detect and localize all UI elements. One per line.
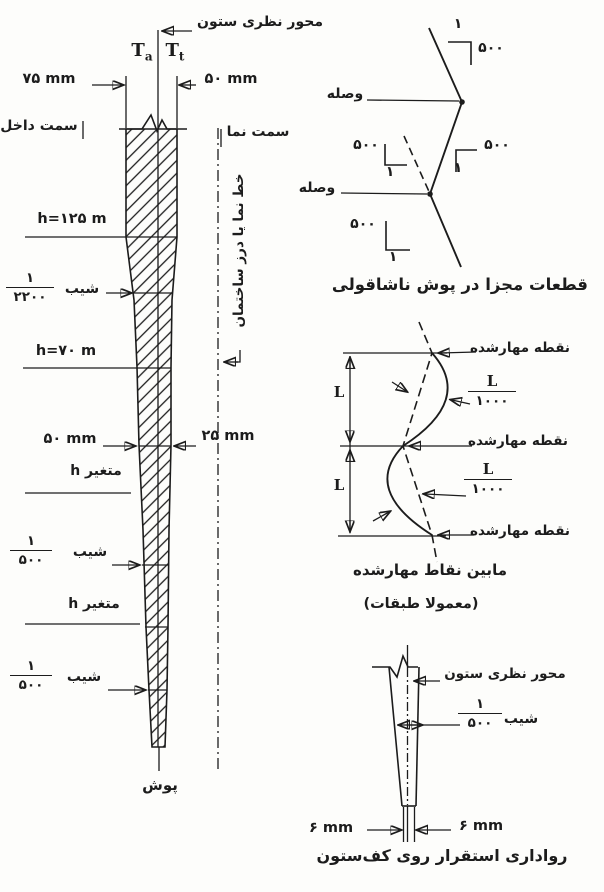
- upper-offset-arrow: [391, 381, 406, 391]
- dim-6mm-right-label: ۶ mm: [458, 818, 504, 834]
- joint-lower-leader: [340, 192, 428, 195]
- bow-curve-upper: [402, 352, 449, 447]
- envelope-label: پوش: [142, 776, 178, 794]
- base-caption: رواداری استقرار روی کف‌ستون: [316, 846, 568, 865]
- base-setting-diagram: [367, 645, 460, 842]
- braced-point-2-label: نقطه مهارشده: [468, 433, 568, 449]
- dim-50mm-top-label: ۵۰ mm: [204, 71, 258, 87]
- slope-bracket-3: [384, 144, 407, 166]
- braced-caption-line1: مابین نقاط مهارشده: [353, 561, 507, 579]
- span-L-upper-label: L: [333, 383, 345, 401]
- inner-side-label: سمت داخل: [0, 118, 78, 134]
- slope-1-500-upper-fraction: ۱ ۵۰۰: [10, 533, 52, 568]
- base-slope-fraction: ۱ ۵۰۰: [458, 696, 502, 731]
- frac2-leader: [425, 494, 467, 496]
- splice-caption: قطعات مجزا در پوش ناشاقولی: [331, 275, 588, 294]
- splice-dashed-axis: [403, 135, 432, 197]
- dim-50mm-mid-label: ۵۰ mm: [43, 431, 97, 447]
- tolerance-tt-label: Tt: [165, 40, 185, 64]
- splice-zigzag: [428, 27, 464, 268]
- slope-1-500-lower-fraction: ۱ ۵۰۰: [10, 658, 52, 693]
- facade-line-bracket: [236, 350, 241, 363]
- splice-slope1-num: ۱: [453, 16, 463, 32]
- frac1-leader: [452, 400, 471, 404]
- facade-side-label: سمت نما: [226, 124, 290, 140]
- base-axis-label: محور نظری ستون: [444, 666, 566, 682]
- joint-upper-label: وصله: [326, 86, 364, 102]
- dim-6mm-left-label: ۶ mm: [308, 820, 354, 836]
- splice-slope1-den: ۵۰۰: [478, 40, 504, 56]
- point1-leader: [440, 352, 477, 353]
- h125-label: h=۱۲۵ m: [37, 211, 107, 227]
- column-envelope: [125, 128, 178, 748]
- slope-bracket-2: [455, 149, 477, 172]
- slope-bracket-1: [448, 41, 472, 65]
- L-1000-upper-fraction: L ۱۰۰۰: [468, 372, 516, 409]
- splice-slope3-den: ۵۰۰: [353, 137, 379, 153]
- splice-slope3-num: ۱: [385, 164, 395, 180]
- main-axis-label: محور نظری ستون: [197, 14, 323, 30]
- splice-slope2-num: ۱: [453, 160, 463, 176]
- h-variable-upper-label: متغیر h: [70, 463, 122, 479]
- splice-slope2-den: ۵۰۰: [484, 137, 510, 153]
- span-L-lower-label: L: [333, 476, 345, 494]
- h70-label: h=۷۰ m: [35, 343, 97, 359]
- joint-upper-leader: [366, 99, 460, 102]
- base-left-edge: [388, 666, 403, 807]
- splice-slope4-num: ۱: [388, 249, 398, 265]
- braced-point-3-label: نقطه مهارشده: [470, 523, 570, 539]
- braced-point-1-label: نقطه مهارشده: [470, 340, 570, 356]
- slope-1-2200-fraction: ۱ ۲۲۰۰: [6, 270, 54, 305]
- bow-curve-lower: [386, 445, 433, 536]
- lower-offset-arrow: [372, 512, 389, 521]
- joint-lower-label: وصله: [298, 180, 336, 196]
- h-variable-lower-label: متغیر h: [68, 596, 120, 612]
- splice-diagram: [340, 27, 477, 268]
- base-slope-word: شیب: [503, 711, 539, 727]
- base-top-break: [372, 653, 418, 679]
- slope-bracket-4: [385, 221, 410, 251]
- tolerance-ta-label: Ta: [131, 40, 153, 64]
- splice-slope4-den: ۵۰۰: [350, 216, 376, 232]
- facade-line-label: خط نما یا درز ساختمان: [231, 173, 247, 328]
- L-1000-lower-fraction: L ۱۰۰۰: [464, 460, 512, 497]
- slope-word-500-lower: شیب: [66, 669, 102, 685]
- slope-word-2200: شیب: [64, 281, 100, 297]
- top-break-line: [119, 113, 187, 134]
- base-right-edge: [415, 666, 420, 807]
- dim-25mm-label: ۲۵ mm: [201, 428, 255, 444]
- dim-75mm-label: ۷۵ mm: [22, 71, 76, 87]
- main-column-diagram: [23, 30, 241, 771]
- braced-caption-line2: (معمولا طبقات): [363, 596, 479, 612]
- braced-points-diagram: [338, 321, 477, 563]
- slope-word-500-upper: شیب: [72, 544, 108, 560]
